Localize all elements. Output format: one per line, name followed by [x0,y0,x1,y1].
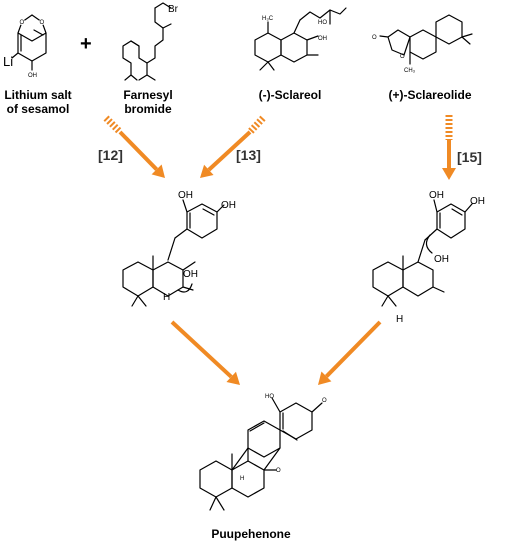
int-left-h: H [163,292,170,303]
bromine-label: Br [168,4,179,15]
arrow-head [200,164,214,178]
puupehenone-h: H [240,476,244,482]
arrow-body [207,130,252,172]
arrow-head [442,168,456,180]
sclareol-label: (-)-Sclareol [258,88,322,102]
sclareol-methyl-label: H₃C [262,16,274,22]
puupehenone-ho: HO [265,394,274,400]
sclareolide-ring-o: O [400,54,405,60]
int-left-oh2: OH [221,200,236,211]
arrow-body [324,320,382,378]
sesamol-structure: O O [11,14,47,71]
arrow-dashed-start [103,115,123,135]
int-right-oh2: OH [470,196,485,207]
intermediate-left-structure [122,199,225,307]
puupehenone-ether-o: O [276,468,281,474]
sclareol-ho-label: HO [318,20,327,26]
arrow-right-to-puupehenone [318,320,382,385]
plus-sign: + [80,33,92,55]
int-right-oh3: OH [434,254,449,265]
puupehenone-structure [199,397,323,511]
lithium-atom-label: Li [3,54,13,69]
arrow-head [151,164,165,178]
lithium-salt-label: Lithium salt of sesamol [4,88,72,116]
puupehenone-label: Puupehenone [211,527,291,541]
arrow-head [318,371,332,385]
sesamol-oh-label: OH [28,73,37,79]
sclareolide-carbonyl-o: O [372,35,377,41]
sclareolide-structure [379,14,473,65]
arrow-left-to-puupehenone [170,320,240,385]
arrow-dashed-start [247,115,266,135]
arrow-sclareol-to-intermediate [200,115,266,178]
farnesyl-structure [122,2,172,81]
sclareolide-label: (+)-Sclareolide [388,88,472,102]
intermediate-right-structure [372,199,473,307]
svg-text:O: O [40,20,45,26]
arrow-sclareolide-to-intermediate [442,115,456,180]
arrow-body [118,130,159,171]
sclareol-oh-label: OH [318,36,327,42]
sclareolide-methyl-label: CH₃ [404,68,416,74]
int-left-oh3: OH [183,269,198,280]
puupehenone-carbonyl-o: O [322,398,327,404]
reference-13: [13] [236,147,261,163]
int-right-h: H [396,314,403,325]
reference-12: [12] [98,147,123,163]
farnesyl-bromide-label: Farnesyl bromide [123,88,173,116]
arrow-head [226,371,240,385]
svg-text:O: O [20,20,25,26]
int-right-oh1: OH [429,190,444,201]
int-left-oh1: OH [178,190,193,201]
reference-15: [15] [457,149,482,165]
arrow-sesamol-to-intermediate [103,115,165,178]
sclareol-structure [254,7,347,71]
arrow-body [170,320,233,379]
reaction-arrows [103,115,456,385]
